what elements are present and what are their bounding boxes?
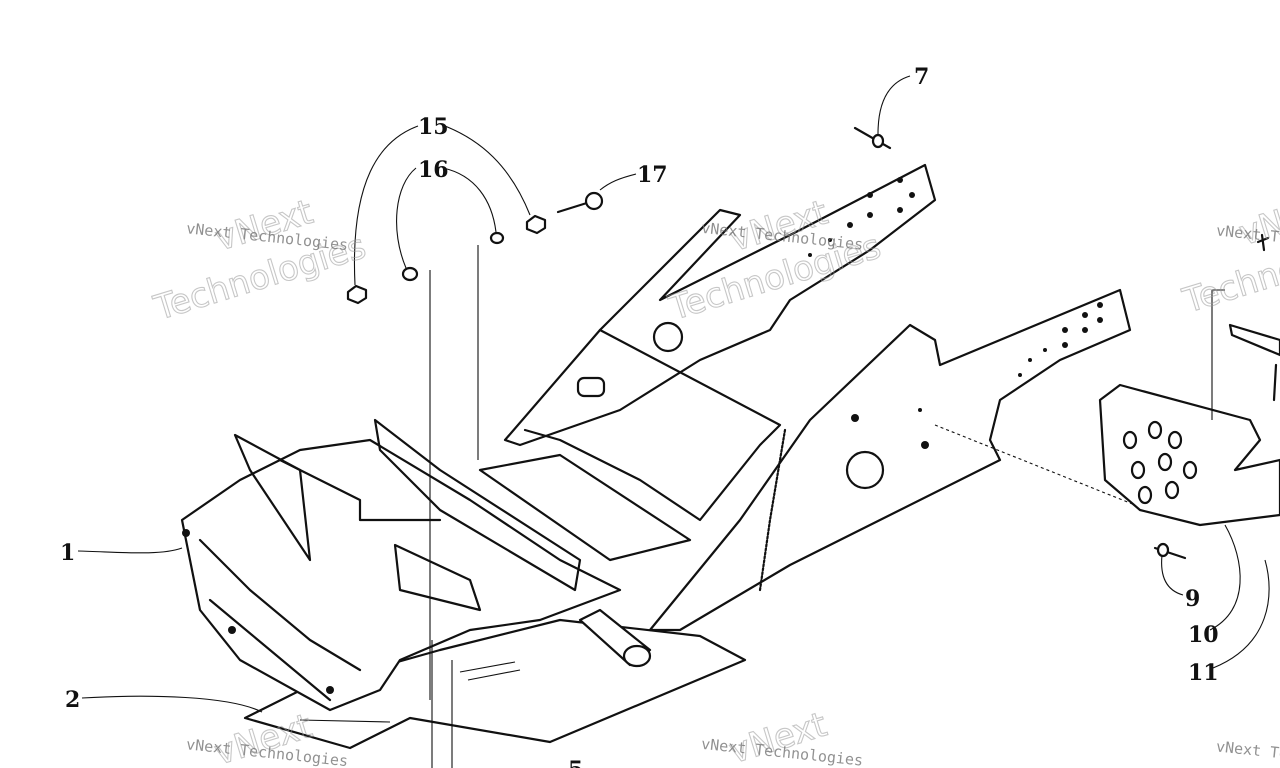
- tunnel-sheet: [523, 328, 782, 522]
- watermark-text: vNext Technologies: [1215, 737, 1280, 768]
- callout-5[interactable]: 5: [568, 757, 583, 768]
- hardware-parts: [346, 126, 1187, 560]
- callout-10[interactable]: 10: [1188, 622, 1219, 648]
- callout-15[interactable]: 15: [418, 114, 449, 140]
- leader-lines: [77, 75, 1270, 768]
- callout-17[interactable]: 17: [637, 162, 668, 188]
- callout-9[interactable]: 9: [1185, 586, 1200, 612]
- front-bulkhead: [180, 438, 622, 712]
- callout-11[interactable]: 11: [1188, 660, 1219, 686]
- frame-drawing: [77, 75, 1280, 768]
- frame-rail-front: [648, 288, 1132, 632]
- callout-labels: 1 2 5 7 9 10 11 15 16 17: [60, 64, 1219, 768]
- frame-rail-back: [503, 163, 937, 447]
- callout-1[interactable]: 1: [60, 540, 75, 566]
- callout-7[interactable]: 7: [914, 64, 929, 90]
- callout-2[interactable]: 2: [65, 687, 80, 713]
- callout-16[interactable]: 16: [418, 157, 449, 183]
- bracket-assembly: [1098, 383, 1280, 527]
